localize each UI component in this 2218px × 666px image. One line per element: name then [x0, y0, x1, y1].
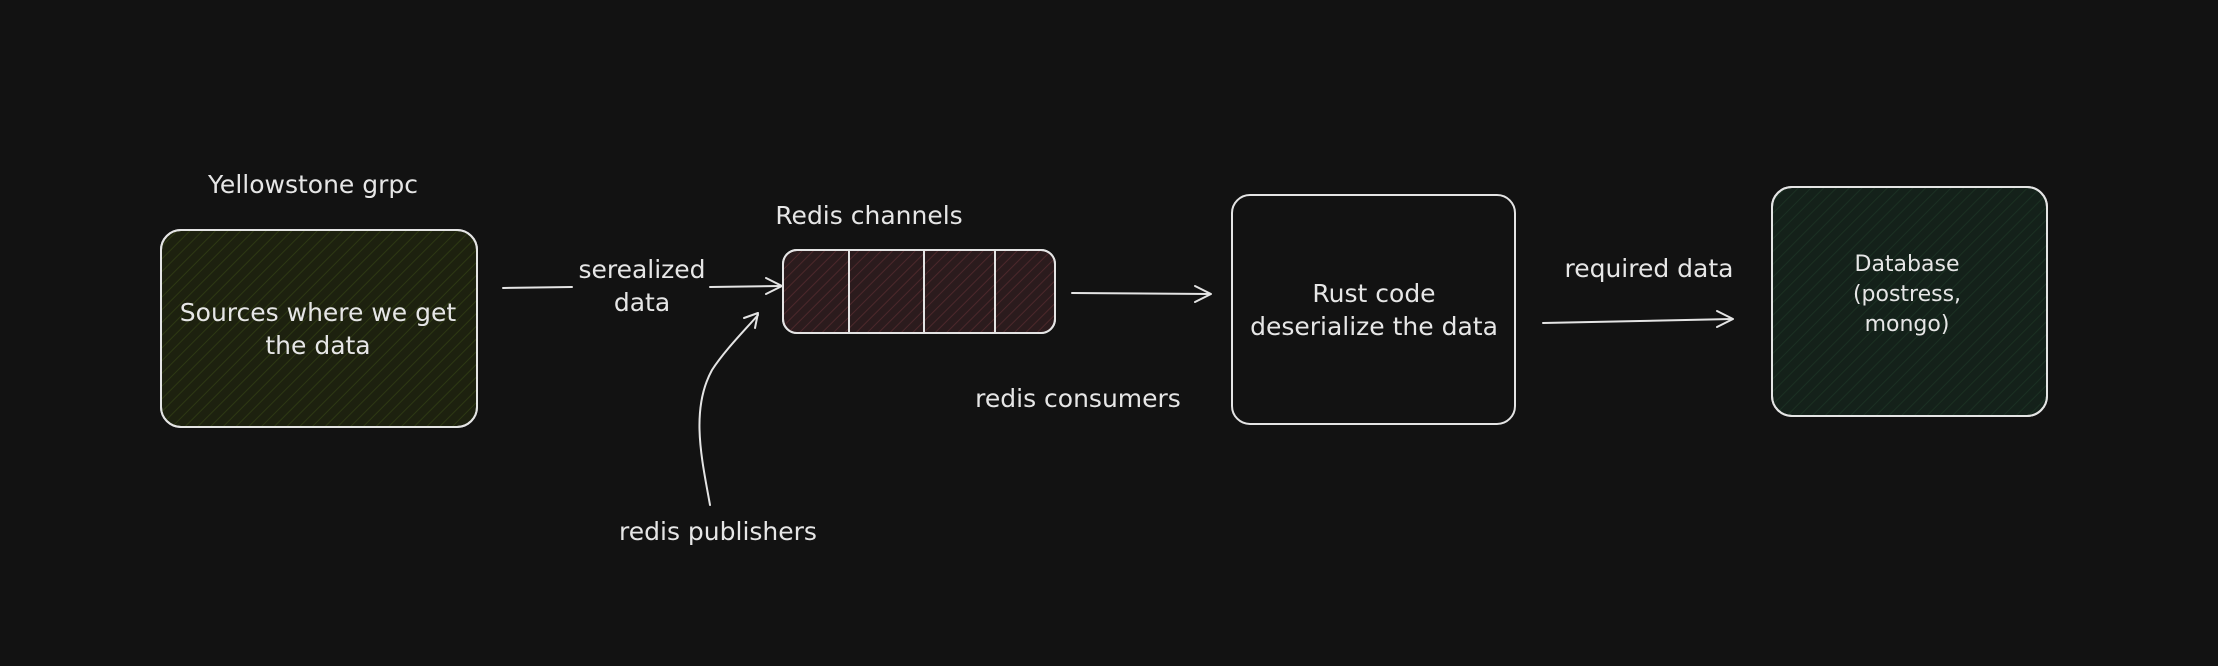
- redis-channels-hatch: [783, 250, 1055, 333]
- redis-channels-caption: Redis channels: [775, 201, 962, 230]
- database-outline: [1771, 186, 2048, 417]
- arrowhead-icon: [743, 312, 759, 329]
- redis-channels-outline: [782, 249, 1056, 334]
- redis-publishers-annotation: redis publishers: [619, 312, 817, 546]
- serialized-label-line2: data: [614, 288, 670, 317]
- required-edge-line: [1542, 318, 1733, 324]
- database-label-line1: Database: [1855, 252, 1960, 277]
- required-data-label: required data: [1564, 254, 1733, 283]
- redis-to-rust-edge: redis consumers: [975, 285, 1212, 413]
- serialized-edge-end: [709, 285, 781, 288]
- arrowhead-icon: [1716, 310, 1734, 328]
- required-data-edge: required data: [1542, 254, 1734, 328]
- serialized-label-line1: serealized: [578, 255, 705, 284]
- database-label-line3: mongo): [1865, 312, 1950, 337]
- sources-label-line1: Sources where we get: [180, 298, 457, 327]
- sources-box-outline: [160, 229, 478, 428]
- consumers-edge-line: [1071, 292, 1211, 295]
- database-hatch: [1772, 187, 2047, 416]
- database-label-line2: (postress,: [1853, 282, 1961, 307]
- sources-label-line2: the data: [265, 331, 370, 360]
- rust-code-label-line2: deserialize the data: [1250, 312, 1498, 341]
- sources-caption: Yellowstone grpc: [207, 170, 418, 199]
- sources-box-hatch: [161, 230, 477, 427]
- rust-code-box: [1231, 194, 1516, 425]
- publishers-arrow: [698, 314, 759, 506]
- database-node[interactable]: Database (postress, mongo): [1771, 186, 2048, 417]
- redis-channels-node[interactable]: Redis channels: [775, 201, 1056, 334]
- sources-node[interactable]: Yellowstone grpc Sources where we get th…: [160, 170, 478, 428]
- rust-code-label-line1: Rust code: [1312, 279, 1435, 308]
- redis-consumers-label: redis consumers: [975, 384, 1181, 413]
- arrowhead-icon: [1194, 285, 1212, 303]
- redis-publishers-label: redis publishers: [619, 517, 817, 546]
- rust-code-node[interactable]: Rust code deserialize the data: [1231, 194, 1516, 425]
- serialized-edge-start: [502, 286, 573, 289]
- serialized-data-edge: serealized data: [502, 255, 783, 317]
